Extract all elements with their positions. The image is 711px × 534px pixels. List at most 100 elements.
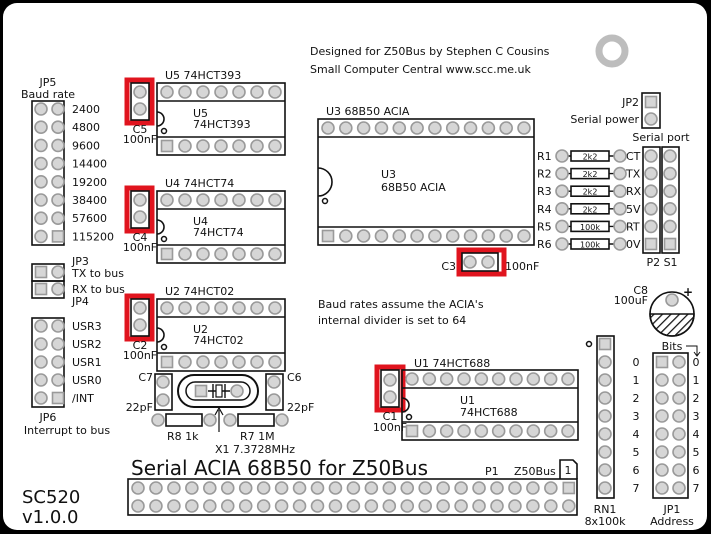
c4-capacitor: C4 100nF <box>123 185 157 254</box>
u3-pin <box>463 229 478 243</box>
p1-pin <box>292 499 307 513</box>
jp1-pad <box>672 391 686 405</box>
p1-pin <box>382 481 397 495</box>
cap-pad <box>463 255 477 269</box>
resistor-pad <box>613 166 627 181</box>
resistor-pad <box>613 149 627 163</box>
jp5-pad <box>34 156 48 171</box>
resistor-ref: R6 <box>537 238 552 251</box>
u4-label: U4 74HCT74 <box>165 177 234 190</box>
u2-pin <box>250 301 264 315</box>
jp6-pad <box>51 373 65 387</box>
u5-pin <box>196 139 210 153</box>
u2-pin <box>178 301 192 315</box>
jp5-pad <box>51 230 65 243</box>
u5-pin <box>214 139 228 153</box>
resistor-pad <box>613 219 627 234</box>
p1-pin <box>131 481 145 495</box>
jp2-desc: Serial power <box>570 113 639 126</box>
p1-pin <box>220 481 235 495</box>
resistor-pad <box>555 184 569 198</box>
jp1-bit-label: 7 <box>693 482 700 495</box>
u3-pin <box>410 121 424 135</box>
u1-pin <box>561 372 575 386</box>
c1-value: 100nF <box>373 421 407 434</box>
jp1-pad <box>672 427 686 441</box>
resistor-body <box>570 220 610 233</box>
p1-pin <box>167 481 181 495</box>
jp6-desc: Interrupt to bus <box>24 424 110 437</box>
u4-pin <box>214 193 228 207</box>
board-name: SC520 <box>22 487 80 508</box>
u3-pin <box>428 229 442 243</box>
jp2-header <box>641 92 661 129</box>
jp6-pad <box>51 319 65 333</box>
u2-part: 74HCT02 <box>193 334 244 347</box>
u5-label: U5 74HCT393 <box>165 69 241 82</box>
board-version: v1.0.0 <box>22 507 78 528</box>
u1-pin <box>509 424 523 438</box>
resistor-pad <box>203 413 217 427</box>
u1-pin <box>561 424 575 438</box>
jp1-pad <box>672 373 686 387</box>
u4-pin <box>178 247 192 261</box>
jp1-pad <box>655 409 669 423</box>
p1-pin <box>454 499 468 513</box>
u4-pin <box>232 193 246 207</box>
resistor-value: 100k <box>580 223 600 232</box>
rn1-outline <box>596 335 615 499</box>
resistor-ref: R1 <box>537 150 552 163</box>
s1-header <box>661 146 680 254</box>
p1-pin <box>364 481 379 495</box>
p2-pad <box>644 166 658 181</box>
jp1-pad <box>655 373 669 387</box>
u1-outline <box>401 369 579 441</box>
resistor-pad <box>613 237 627 251</box>
rn1-bit-label: 2 <box>633 392 640 405</box>
u5-part: 74HCT393 <box>193 118 251 131</box>
resistor-pad <box>555 219 569 234</box>
cap-pad <box>133 318 147 332</box>
jp6-pad <box>34 391 48 405</box>
jp4-desc: RX to bus <box>72 283 125 296</box>
p1-ref: P1 <box>485 465 499 478</box>
cap-pad <box>133 193 147 207</box>
serial-port-title: Serial port <box>632 131 690 144</box>
u3-pin <box>481 229 496 243</box>
p1-pin <box>418 481 433 495</box>
p1-pin <box>454 481 468 495</box>
p1-pin <box>436 481 450 495</box>
resistor-ref: R3 <box>537 185 552 198</box>
jp1-pad <box>672 409 686 423</box>
jp6-signal-4: /INT <box>72 392 94 405</box>
jp6-pad <box>34 373 48 387</box>
jp5-header <box>31 100 65 246</box>
u2-pin <box>232 301 246 315</box>
u3-pin <box>356 121 371 135</box>
c6-outline <box>265 373 284 411</box>
jp4-pad <box>51 282 65 296</box>
jp1-desc: Address <box>650 515 694 528</box>
u3-pin <box>445 229 460 243</box>
cap-pad <box>133 301 147 315</box>
u4-notch <box>156 219 165 235</box>
baud-rate-115200: 115200 <box>72 230 114 243</box>
jp1-bit-label: 3 <box>693 410 700 423</box>
jp2-pad <box>644 95 658 109</box>
resistor-pad <box>613 184 627 198</box>
jp6-pad <box>34 337 48 351</box>
u5-pin <box>214 85 228 99</box>
jp5-pad <box>51 102 65 116</box>
u1-pin <box>439 424 454 438</box>
jp1-header <box>652 352 689 499</box>
jp1-bit-label: 5 <box>693 446 700 459</box>
p1-pin <box>544 481 558 495</box>
p1-pin <box>526 499 540 513</box>
p1-pin <box>490 499 504 513</box>
u2-pin <box>160 355 174 369</box>
p1-pin <box>203 499 217 513</box>
jp5-pad <box>51 175 65 189</box>
jp5-pad <box>34 175 48 189</box>
p1-pin <box>472 499 486 513</box>
u5-pin <box>178 85 192 99</box>
